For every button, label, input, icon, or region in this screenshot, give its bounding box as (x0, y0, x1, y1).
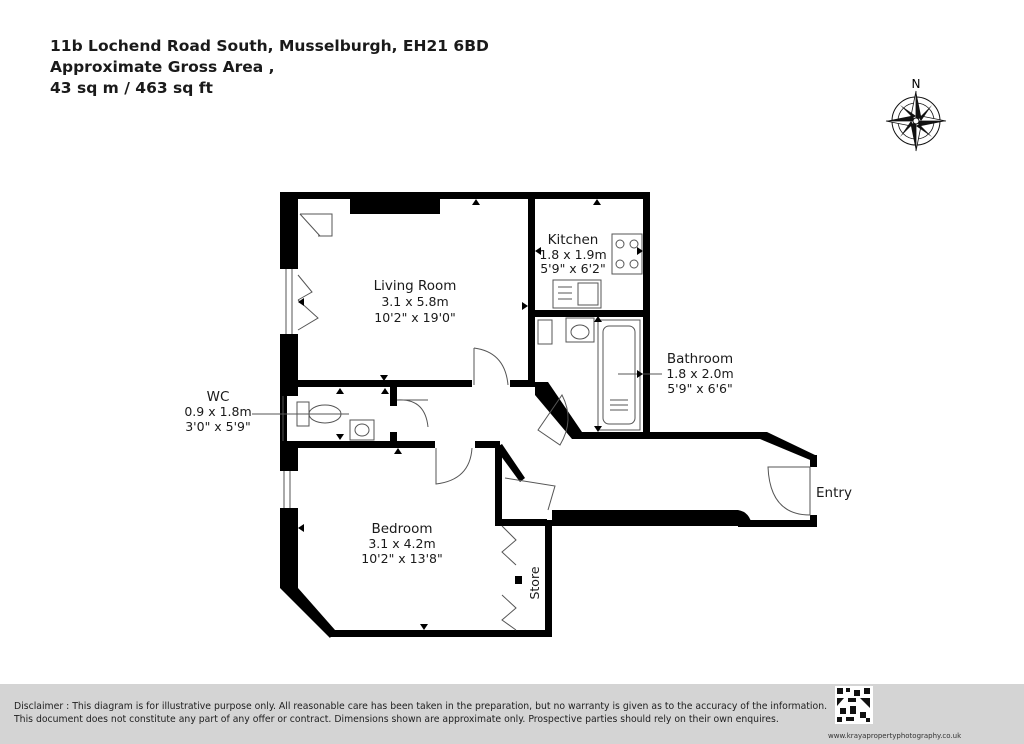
bedroom-name: Bedroom (371, 521, 432, 537)
disclaimer: Disclaimer : This diagram is for illustr… (14, 701, 827, 726)
fixtures (252, 213, 811, 631)
compass-rose-icon: N (885, 77, 947, 152)
kitchen-imperial: 5'9" x 6'2" (540, 261, 606, 276)
kitchen-name: Kitchen (548, 232, 599, 248)
bathroom-name: Bathroom (667, 351, 733, 367)
area-label: Approximate Gross Area , (50, 58, 275, 76)
logo-url: www.krayapropertyphotography.co.uk (828, 732, 962, 740)
disclaimer-line-1: Disclaimer : This diagram is for illustr… (14, 701, 828, 712)
bathroom-imperial: 5'9" x 6'6" (667, 381, 733, 396)
living-room-imperial: 10'2" x 19'0" (374, 310, 455, 325)
disclaimer-line-2: This document does not constitute any pa… (14, 713, 779, 725)
wc-imperial: 3'0" x 5'9" (185, 419, 251, 434)
kraya-logo-icon (835, 686, 873, 724)
dimension-markers (298, 199, 643, 630)
bedroom-imperial: 10'2" x 13'8" (361, 551, 442, 566)
kitchen-metric: 1.8 x 1.9m (539, 247, 606, 262)
bedroom-metric: 3.1 x 4.2m (368, 536, 435, 551)
area-value: 43 sq m / 463 sq ft (50, 79, 213, 97)
walls (280, 192, 817, 638)
living-room-name: Living Room (374, 278, 457, 294)
bathroom-metric: 1.8 x 2.0m (666, 366, 733, 381)
address-line: 11b Lochend Road South, Musselburgh, EH2… (50, 37, 489, 55)
footer-bar: Disclaimer : This diagram is for illustr… (0, 684, 1024, 744)
wc-metric: 0.9 x 1.8m (184, 404, 251, 419)
store-name: Store (527, 566, 542, 599)
entry-name: Entry (816, 485, 852, 501)
floor-plan: Living Room 3.1 x 5.8m 10'2" x 19'0" Kit… (184, 192, 852, 638)
compass-north-label: N (912, 77, 921, 91)
property-header: 11b Lochend Road South, Musselburgh, EH2… (50, 36, 489, 99)
wc-name: WC (207, 389, 230, 405)
living-room-metric: 3.1 x 5.8m (381, 294, 448, 309)
